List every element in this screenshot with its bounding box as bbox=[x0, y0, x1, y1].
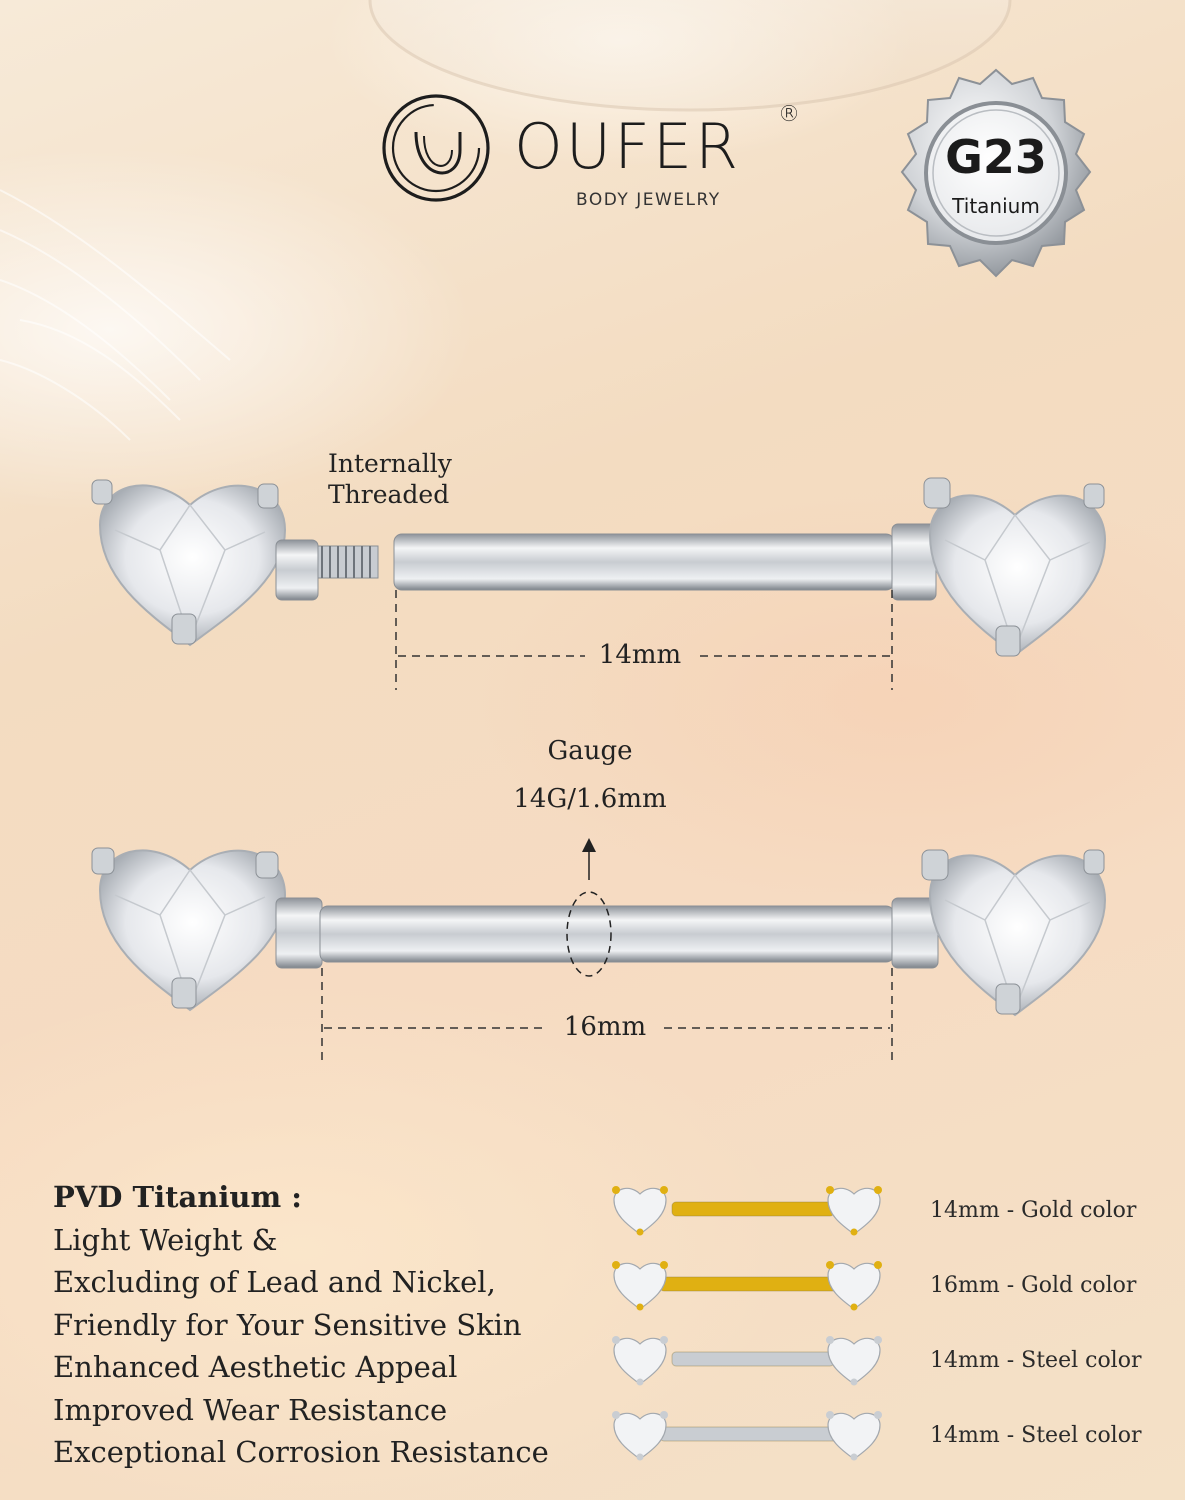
threaded-post bbox=[275, 539, 319, 601]
variant-item: 16mm - Gold color bbox=[612, 1255, 1172, 1315]
thumb-heart-gem bbox=[826, 1186, 882, 1236]
thumb-heart-gem bbox=[612, 1186, 668, 1236]
barbell-diagram-bottom bbox=[91, 838, 1107, 1060]
thread-label-line-2: Threaded bbox=[328, 480, 450, 509]
logo-mark-icon bbox=[382, 94, 490, 202]
gauge-title: Gauge bbox=[547, 736, 633, 766]
thread-label-line-1: Internally bbox=[328, 449, 452, 478]
thread-screw bbox=[317, 545, 379, 579]
heart-gem-right-bottom bbox=[921, 849, 1107, 1017]
thumb-heart-gem bbox=[612, 1261, 668, 1311]
variant-label: 14mm - Gold color bbox=[930, 1198, 1137, 1223]
variant-label: 14mm - Steel color bbox=[930, 1348, 1142, 1373]
thumb-heart-gem bbox=[612, 1411, 668, 1461]
thumb-bar bbox=[659, 1426, 849, 1442]
feature-line: Enhanced Aesthetic Appeal bbox=[53, 1350, 458, 1384]
thumb-heart-gem bbox=[826, 1261, 882, 1311]
bar-shaft-bottom bbox=[319, 905, 895, 963]
variant-label: 16mm - Gold color bbox=[930, 1273, 1137, 1298]
feature-line: Friendly for Your Sensitive Skin bbox=[53, 1307, 522, 1342]
features-block: PVD Titanium : Light Weight & Excluding … bbox=[53, 1176, 549, 1474]
dimension-lines-bottom bbox=[321, 968, 893, 1060]
brand-tagline: BODY JEWELRY bbox=[576, 190, 721, 210]
badge-material: Titanium bbox=[952, 194, 1040, 218]
variant-item: 14mm - Steel color bbox=[612, 1405, 1172, 1465]
features-title: PVD Titanium : bbox=[53, 1180, 303, 1214]
bar-shaft-top bbox=[393, 533, 895, 591]
feather-decor bbox=[0, 189, 231, 441]
brand-name: OUFER bbox=[514, 110, 742, 183]
dimension-lines-top bbox=[395, 590, 893, 690]
brand-logo: OUFER ® BODY JEWELRY bbox=[380, 92, 800, 222]
thumb-heart-gem bbox=[826, 1411, 882, 1461]
variant-label: 14mm - Steel color bbox=[930, 1423, 1142, 1448]
thumb-heart-gem bbox=[612, 1336, 668, 1386]
thumb-bar bbox=[671, 1351, 835, 1367]
feature-line: Excluding of Lead and Nickel, bbox=[53, 1265, 496, 1299]
thumb-bar bbox=[659, 1276, 849, 1292]
feature-line: Improved Wear Resistance bbox=[53, 1392, 448, 1427]
registered-mark: ® bbox=[778, 102, 800, 127]
thumb-bar bbox=[671, 1201, 835, 1217]
feature-line: Light Weight & bbox=[53, 1222, 278, 1257]
glass-dish bbox=[368, 0, 1012, 112]
heart-gem-right-top bbox=[923, 477, 1107, 657]
thread-label: Internally Threaded bbox=[328, 448, 452, 510]
end-collar-left-bottom bbox=[275, 897, 323, 969]
length-label-top: 14mm bbox=[598, 640, 682, 670]
heart-gem-left-top bbox=[91, 479, 287, 647]
variant-thumbnail bbox=[612, 1411, 882, 1461]
length-label-bottom: 16mm bbox=[563, 1012, 647, 1042]
feature-line: Exceptional Corrosion Resistance bbox=[53, 1435, 549, 1469]
variant-item: 14mm - Gold color bbox=[612, 1180, 1172, 1240]
variant-list: 14mm - Gold color 16mm - Gold color 14mm… bbox=[612, 1180, 1172, 1480]
variant-thumbnail bbox=[612, 1261, 882, 1311]
variant-item: 14mm - Steel color bbox=[612, 1330, 1172, 1390]
thumb-heart-gem bbox=[826, 1336, 882, 1386]
variant-thumbnail bbox=[612, 1186, 882, 1236]
seal-icon bbox=[900, 68, 1092, 278]
gauge-arrow-icon bbox=[582, 838, 596, 880]
gauge-value: 14G/1.6mm bbox=[513, 784, 667, 814]
g23-titanium-badge: G23 Titanium bbox=[888, 66, 1104, 282]
heart-gem-left-bottom bbox=[91, 847, 287, 1012]
badge-grade: G23 bbox=[945, 130, 1047, 184]
variant-thumbnail bbox=[612, 1336, 882, 1386]
barbell-diagram-top bbox=[91, 477, 1107, 690]
gauge-marker bbox=[566, 891, 612, 977]
